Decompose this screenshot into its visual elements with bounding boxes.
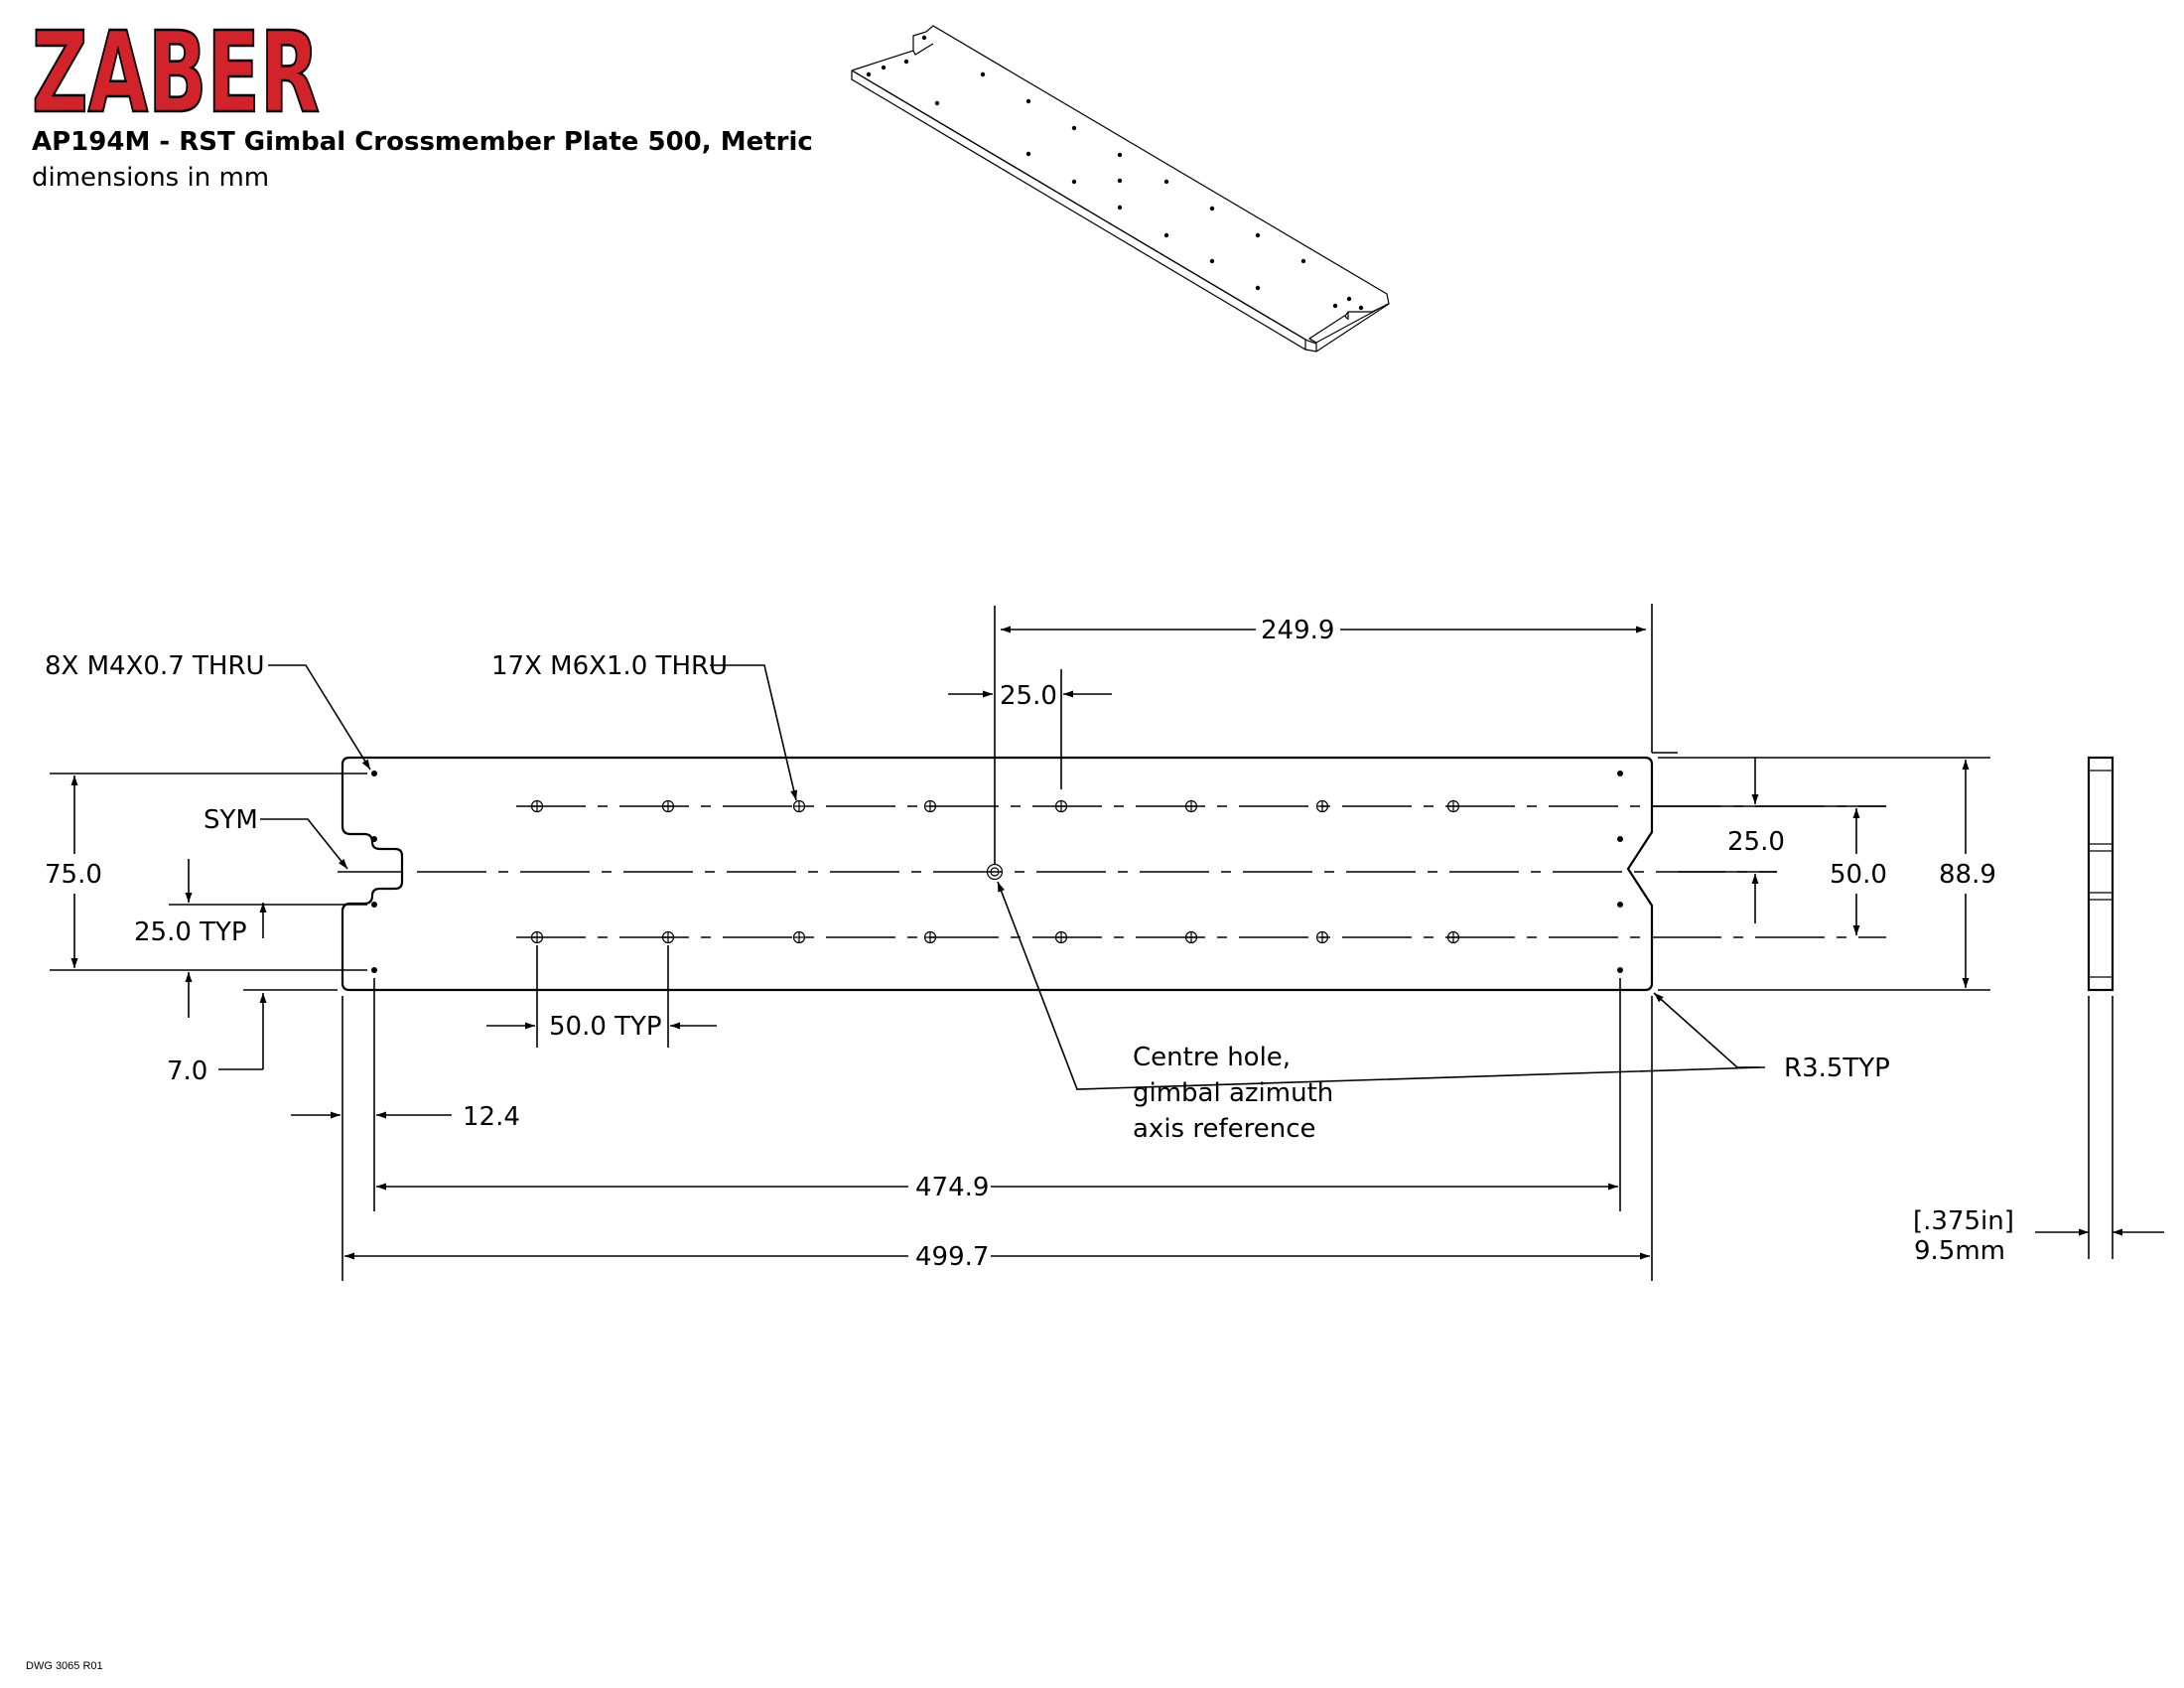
dim-25-0-right: 25.0	[1727, 827, 1785, 857]
iso-holes	[866, 35, 1364, 311]
drawing-number: DWG 3065 R01	[26, 1660, 103, 1672]
callout-centre-line3: axis reference	[1133, 1114, 1316, 1144]
dimension-labels: 249.9 25.0 75.0 25.0 TYP 7.0 50.0 TYP 12…	[45, 616, 2014, 1272]
dimension-lines	[50, 604, 1990, 1281]
thickness-mm: 9.5mm	[1914, 1236, 2005, 1266]
dim-474-9: 474.9	[915, 1173, 989, 1202]
callout-sym: SYM	[204, 805, 258, 835]
thickness-inch: [.375in]	[1913, 1206, 2014, 1236]
dim-50-0-typ: 50.0 TYP	[549, 1012, 662, 1042]
plate-top-view	[341, 756, 1654, 992]
isometric-view	[851, 25, 1390, 352]
zaber-logo-text: ZABER	[32, 20, 320, 119]
callout-centre-line2: gimbal azimuth	[1133, 1078, 1333, 1108]
dim-25-0-top: 25.0	[1000, 681, 1057, 711]
callout-labels: 8X M4X0.7 THRU 17X M6X1.0 THRU SYM R3.5T…	[45, 651, 1890, 1144]
callout-m4-holes: 8X M4X0.7 THRU	[45, 651, 265, 681]
callout-radius: R3.5TYP	[1784, 1054, 1890, 1083]
dim-75-0: 75.0	[45, 860, 102, 890]
callout-centre-line1: Centre hole,	[1133, 1043, 1291, 1072]
dim-50-0-right: 50.0	[1830, 860, 1887, 890]
zaber-logo: ZABER	[31, 20, 322, 119]
dim-88-9: 88.9	[1939, 860, 1996, 890]
dim-12-4: 12.4	[463, 1102, 520, 1132]
side-view	[2035, 756, 2164, 1259]
leader-lines	[260, 664, 1765, 1090]
centre-lines	[338, 805, 1886, 938]
callout-m6-holes: 17X M6X1.0 THRU	[491, 651, 728, 681]
dim-499-7: 499.7	[915, 1242, 989, 1272]
drawing-subtitle: dimensions in mm	[32, 163, 270, 193]
drawing-title: AP194M - RST Gimbal Crossmember Plate 50…	[32, 127, 813, 157]
m4-hole-pattern	[371, 771, 1623, 973]
m6-hole-pattern	[530, 799, 1460, 944]
dim-25-0-typ: 25.0 TYP	[134, 917, 247, 947]
dim-249-9: 249.9	[1261, 616, 1334, 645]
dim-7-0: 7.0	[167, 1056, 207, 1086]
